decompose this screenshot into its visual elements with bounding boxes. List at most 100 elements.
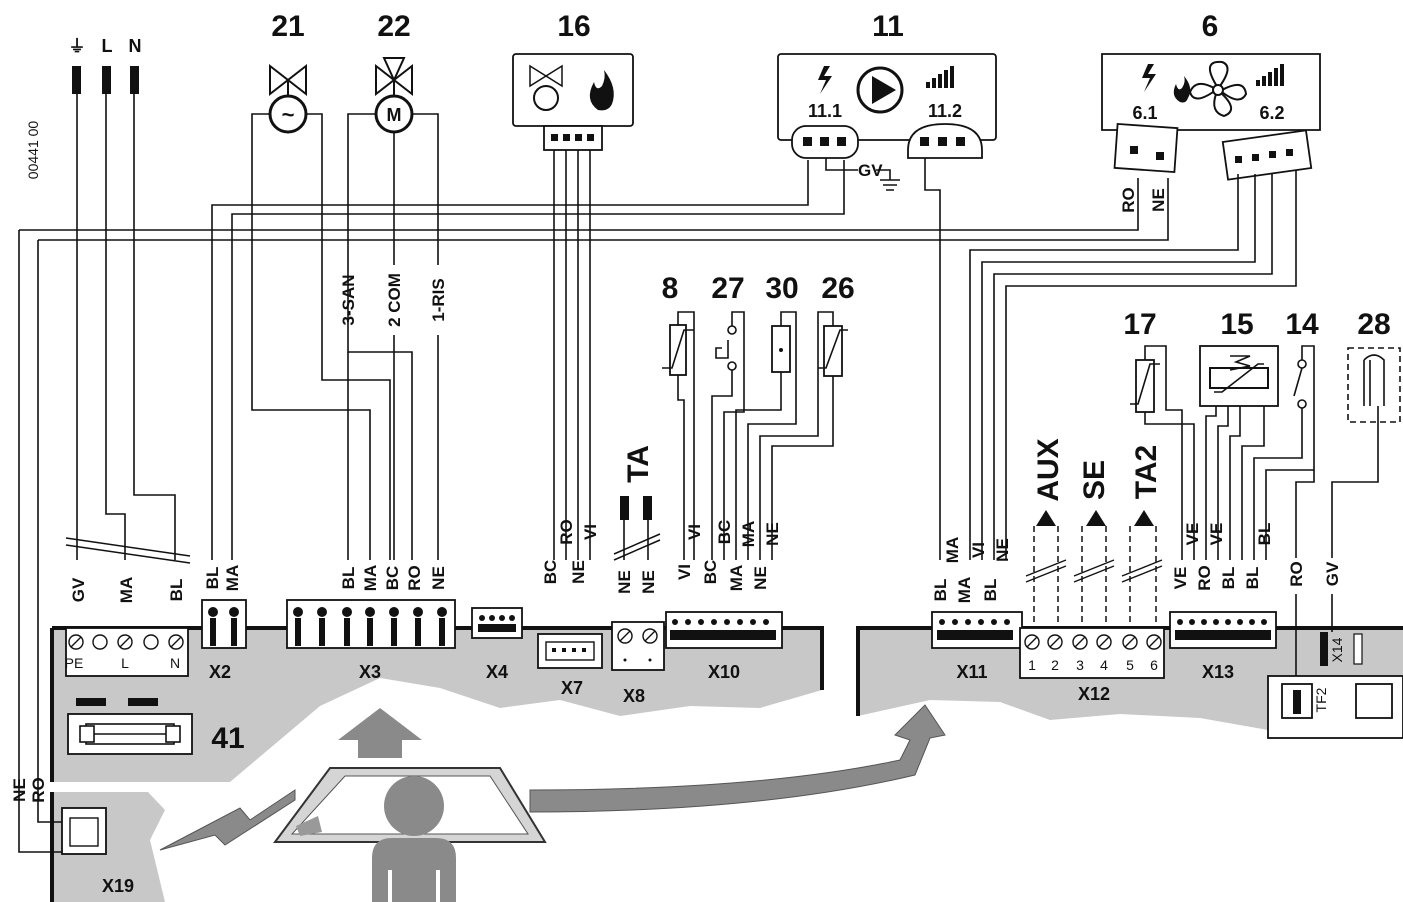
pump-icon — [872, 76, 896, 104]
wire-labels-x13: VE VE RO VE BL BL BL — [1171, 523, 1274, 591]
svg-text:X12: X12 — [1078, 684, 1110, 704]
se-input: SE — [1073, 460, 1115, 628]
lightning-arrow-left — [159, 789, 296, 851]
svg-text:MA: MA — [223, 565, 242, 591]
svg-text:VE: VE — [1183, 523, 1202, 546]
svg-text:BL: BL — [203, 567, 222, 590]
svg-text:RO: RO — [29, 777, 48, 803]
svg-text:RO: RO — [1287, 561, 1306, 587]
svg-text:TA: TA — [622, 445, 655, 483]
wire-labels-x2: BL MA — [203, 565, 242, 591]
svg-text:X7: X7 — [561, 678, 583, 698]
svg-text:41: 41 — [211, 722, 244, 755]
svg-text:BL: BL — [1219, 567, 1238, 590]
svg-text:26: 26 — [821, 272, 854, 305]
svg-text:BL: BL — [1255, 523, 1274, 546]
connector-x10: X10 — [665, 611, 783, 682]
ac-icon: ~ — [282, 102, 295, 127]
connector-x13: X13 — [1169, 611, 1277, 682]
svg-text:AUX: AUX — [1032, 438, 1065, 501]
svg-text:X10: X10 — [708, 662, 740, 682]
ground-icon — [876, 169, 900, 191]
svg-text:VI: VI — [581, 524, 600, 540]
svg-text:5: 5 — [1126, 657, 1134, 673]
component-16: 16 — [512, 10, 634, 560]
svg-text:TF2: TF2 — [1313, 687, 1329, 712]
svg-text:VI: VI — [969, 542, 988, 558]
power-icon — [818, 66, 832, 94]
svg-text:NE: NE — [1149, 188, 1168, 212]
component-22: 22 M 3-SAN 2 COM 1-RIS — [339, 10, 448, 560]
svg-text:X8: X8 — [623, 686, 645, 706]
svg-text:30: 30 — [765, 272, 798, 305]
x2-wire-ma — [231, 160, 845, 560]
svg-text:11.1: 11.1 — [808, 101, 842, 121]
svg-text:3: 3 — [1076, 657, 1084, 673]
user-figure — [372, 776, 456, 902]
connector-x12: 1 2 3 4 5 6 X12 — [1019, 627, 1165, 704]
svg-text:SE: SE — [1078, 460, 1111, 500]
svg-text:6: 6 — [1150, 657, 1158, 673]
svg-text:X3: X3 — [359, 662, 381, 682]
svg-text:8: 8 — [662, 272, 679, 305]
svg-text:MA: MA — [361, 565, 380, 591]
connector-tf2: TF2 — [1267, 675, 1403, 739]
svg-text:RO: RO — [557, 519, 576, 545]
component-6: 6 6.1 6.2 RO NE — [969, 10, 1321, 560]
svg-text:3-SAN: 3-SAN — [339, 274, 358, 325]
svg-text:6.2: 6.2 — [1259, 103, 1284, 123]
connector-x19-power: PE L N — [65, 627, 189, 677]
svg-text:BC: BC — [701, 560, 720, 585]
component-27: 27 — [711, 272, 745, 560]
svg-text:6: 6 — [1202, 10, 1219, 43]
svg-text:NE: NE — [10, 778, 29, 802]
svg-text:X19: X19 — [102, 876, 134, 896]
connector-x11: X11 — [931, 611, 1023, 682]
svg-text:14: 14 — [1285, 308, 1319, 341]
connector-x2: X2 — [201, 599, 247, 682]
svg-text:N: N — [170, 655, 180, 671]
component-30: 30 — [735, 272, 799, 560]
fan-icon — [1188, 60, 1248, 118]
svg-text:BL: BL — [981, 579, 1000, 602]
svg-text:BC: BC — [383, 566, 402, 591]
svg-text:BC: BC — [715, 520, 734, 545]
svg-text:1-RIS: 1-RIS — [429, 278, 448, 321]
ta-input: TA — [613, 445, 661, 561]
svg-text:RO: RO — [1195, 565, 1214, 591]
svg-text:NE: NE — [569, 560, 588, 584]
svg-text:MA: MA — [739, 521, 758, 547]
earth-icon: ⏚ — [69, 37, 86, 56]
svg-text:11: 11 — [872, 10, 904, 43]
connector-x4: X4 — [471, 607, 523, 682]
connector-x8: X8 — [611, 621, 665, 706]
svg-text:NE: NE — [993, 538, 1012, 562]
svg-text:RO: RO — [405, 565, 424, 591]
svg-text:X11: X11 — [956, 662, 987, 682]
svg-text:X4: X4 — [486, 662, 508, 682]
svg-text:4: 4 — [1100, 657, 1108, 673]
svg-text:BL: BL — [1243, 567, 1262, 590]
svg-text:VI: VI — [685, 524, 704, 540]
component-15: 15 — [1199, 308, 1279, 560]
svg-text:BL: BL — [339, 567, 358, 590]
motor-icon: M — [387, 105, 402, 125]
component-26: 26 — [759, 272, 855, 560]
connector-x14: X14 — [1320, 632, 1363, 666]
wire-labels-x7: BC RO NE VI — [541, 519, 600, 584]
svg-text:17: 17 — [1123, 308, 1156, 341]
svg-text:RO: RO — [1119, 187, 1138, 213]
signal-icon — [926, 66, 954, 88]
svg-text:1: 1 — [1028, 657, 1036, 673]
wire-labels-x19: GV MA BL — [69, 577, 186, 603]
svg-text:NE: NE — [429, 566, 448, 590]
supply-l-label: L — [102, 36, 113, 56]
svg-text:GV: GV — [1323, 561, 1342, 586]
flame-icon — [589, 70, 614, 111]
svg-text:GV: GV — [858, 161, 883, 180]
component-14: 14 — [1253, 308, 1319, 560]
svg-text:MA: MA — [943, 537, 962, 563]
x2-wire-bl — [211, 160, 809, 560]
svg-text:NE: NE — [763, 522, 782, 546]
